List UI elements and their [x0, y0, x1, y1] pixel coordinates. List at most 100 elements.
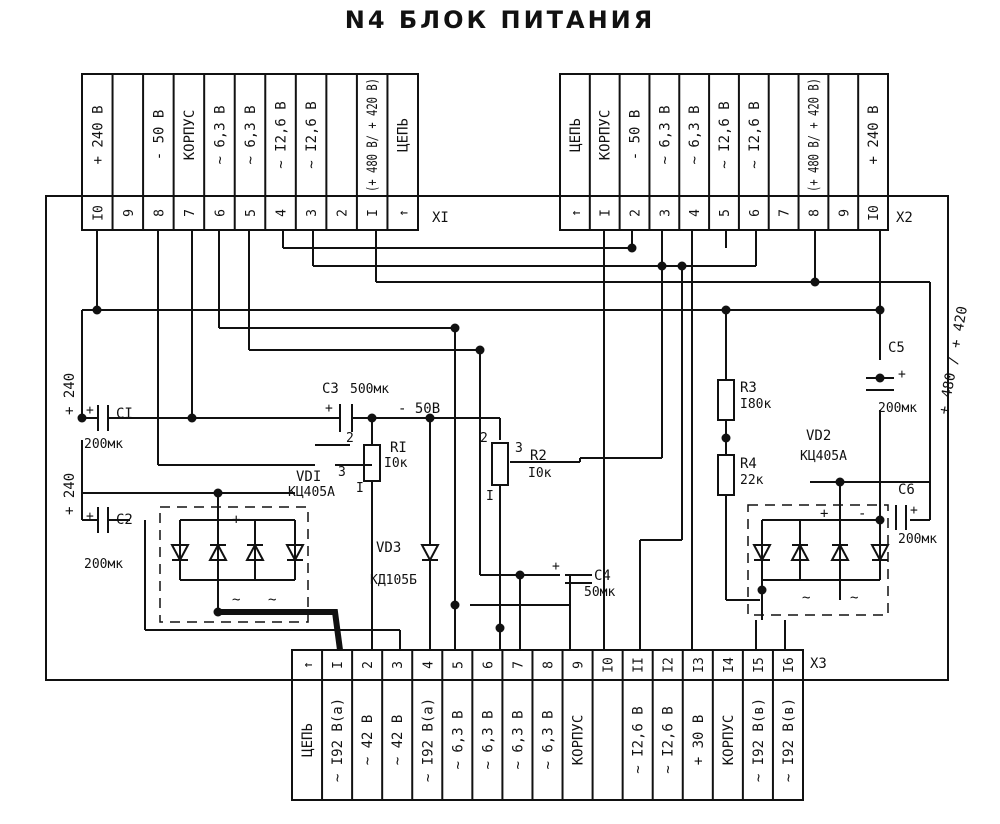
- x1-pin-signal: ~ 6,3 В: [243, 105, 259, 164]
- wiring: [81, 230, 931, 650]
- x2-pin-signal: ~ 6,3 В: [657, 105, 673, 164]
- x3-pin-number: 5: [451, 661, 466, 669]
- x3-pin-signal: ~ I92 В(а): [420, 698, 436, 782]
- svg-text:I0к: I0к: [384, 456, 408, 471]
- x3-pin-number: I0: [602, 657, 617, 673]
- svg-text:~: ~: [268, 592, 276, 608]
- x1-pin-number: 8: [152, 209, 167, 217]
- x2-pin-number: 6: [748, 209, 763, 217]
- resistor-r4: R4 22к: [717, 454, 764, 496]
- connector-x1-label: XI: [432, 210, 449, 226]
- svg-text:C2: C2: [116, 512, 133, 528]
- svg-text:R3: R3: [740, 380, 757, 396]
- svg-text:RI: RI: [390, 440, 407, 456]
- x2-pin-signal: ЦЕПЬ: [568, 118, 584, 152]
- svg-text:2: 2: [480, 431, 488, 446]
- svg-text:I: I: [356, 481, 364, 496]
- capacitor-c3: + C3 500мк: [322, 381, 389, 432]
- x2-pin-number: 2: [629, 209, 644, 217]
- svg-text:-: -: [858, 506, 866, 522]
- svg-text:2: 2: [346, 431, 354, 446]
- connector-x3-label: X3: [810, 656, 827, 672]
- svg-text:КД105Б: КД105Б: [370, 573, 417, 588]
- x2-pin-signal: - 50 В: [628, 110, 644, 161]
- x3-pin-signal: ~ 6,3 В: [541, 710, 557, 769]
- svg-text:I: I: [486, 489, 494, 504]
- x3-pin-number: 7: [511, 661, 526, 669]
- svg-text:+: +: [820, 506, 828, 522]
- svg-text:200мк: 200мк: [84, 557, 123, 572]
- x3-pin-signal: + 30 В: [691, 715, 707, 766]
- x1-pin-number: 4: [275, 209, 290, 217]
- x3-pin-number: 8: [542, 661, 557, 669]
- x3-pin-number: I3: [692, 657, 707, 673]
- svg-text:3: 3: [338, 465, 346, 480]
- svg-text:~: ~: [850, 590, 858, 606]
- x2-pin-number: I0: [867, 205, 882, 221]
- x3-pin-signal: ~ 42 В: [390, 715, 406, 766]
- capacitor-c6: + C6 200мк: [895, 482, 937, 547]
- net-label-minus50: - 50В: [398, 401, 440, 417]
- x3-pin-number: 4: [421, 661, 436, 669]
- net-label-plus240-b: + 240: [62, 473, 78, 515]
- svg-text:200мк: 200мк: [84, 437, 123, 452]
- x3-pin-number: I2: [662, 657, 677, 673]
- x3-pin-signal: ~ I2,6 В: [631, 706, 647, 773]
- x3-pin-signal: ~ 6,3 В: [450, 710, 466, 769]
- svg-text:VDI: VDI: [296, 469, 321, 485]
- x3-pin-number: 3: [391, 661, 406, 669]
- diode-bridge-vd2: + - ~ ~ VD2 КЦ405А: [747, 428, 890, 620]
- svg-text:КЦ405А: КЦ405А: [288, 485, 335, 500]
- x2-pin-signal: + 240 В: [866, 105, 882, 164]
- svg-text:200мк: 200мк: [878, 401, 917, 416]
- x3-pin-number: I5: [752, 657, 767, 673]
- svg-text:C5: C5: [888, 340, 905, 356]
- x1-pin-signal: ~ I2,6 В: [274, 101, 290, 168]
- svg-text:I0к: I0к: [528, 466, 552, 481]
- svg-text:+: +: [232, 512, 240, 528]
- svg-text:+: +: [552, 559, 560, 574]
- diode-vd3: VD3 КД105Б: [370, 540, 440, 650]
- x2-pin-number: 3: [658, 209, 673, 217]
- x1-pin-number: I: [366, 209, 381, 217]
- thick-wire: [215, 609, 343, 651]
- svg-text:VD3: VD3: [376, 540, 401, 556]
- x2-pin-number: 8: [807, 209, 822, 217]
- x2-pin-number: 5: [718, 209, 733, 217]
- svg-text:-: -: [178, 512, 186, 528]
- x2-pin-number: 7: [778, 209, 793, 217]
- svg-text:3: 3: [515, 441, 523, 456]
- x3-pin-number: I4: [722, 657, 737, 673]
- capacitor-c4: + C4 50мк: [552, 559, 615, 600]
- svg-text:~: ~: [802, 590, 810, 606]
- net-label-plus240-a: + 240: [62, 373, 78, 415]
- x3-pin-number: ↑: [301, 661, 316, 669]
- x3-pin-signal: ~ I2,6 В: [661, 706, 677, 773]
- resistor-r1: RI I0к 2 3 I: [338, 431, 408, 496]
- svg-text:22к: 22к: [740, 473, 764, 488]
- x3-pin-number: I: [331, 661, 346, 669]
- svg-text:+: +: [86, 403, 94, 418]
- net-label-hv: + 480 / + 420: [936, 305, 971, 416]
- diode-bridge-vd1: - + ~ ~ VDI КЦ405А: [159, 469, 335, 623]
- x1-pin-number: I0: [91, 205, 106, 221]
- capacitor-c2: + C2 200мк: [84, 507, 133, 572]
- junction-dots: [77, 243, 885, 633]
- x1-pin-signal: (+ 480 В/ + 420 В): [365, 78, 381, 192]
- x2-pin-signal: КОРПУС: [598, 110, 614, 161]
- x3-pin-signal: КОРПУС: [721, 715, 737, 766]
- x3-pin-signal: ~ 6,3 В: [480, 710, 496, 769]
- board-outline: [45, 195, 292, 681]
- x3-pin-signal: ~ I92 В(в): [781, 698, 797, 782]
- svg-text:CI: CI: [116, 406, 133, 422]
- x3-pin-number: I6: [782, 657, 797, 673]
- x1-pin-number: 3: [305, 209, 320, 217]
- capacitor-c1: + CI 200мк: [84, 403, 133, 452]
- svg-text:C4: C4: [594, 568, 611, 584]
- x1-pin-number: 2: [336, 209, 351, 217]
- svg-text:+: +: [898, 367, 906, 382]
